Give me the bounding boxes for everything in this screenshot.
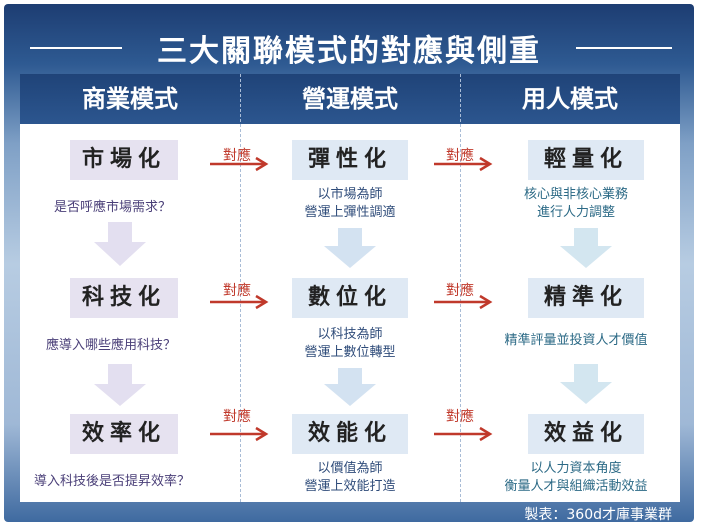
correspond-label: 對應	[223, 148, 251, 164]
column-header-operation: 營運模式	[302, 85, 398, 113]
correspond-label: 對應	[223, 409, 251, 425]
page-title: 三大關聯模式的對應與側重	[157, 34, 541, 69]
people-desc: 精準評量並投資人才價值	[476, 332, 676, 350]
operation-desc: 以科技為師 營運上數位轉型	[256, 326, 444, 362]
people-box: 輕量化	[528, 140, 644, 180]
right-arrow-icon	[434, 426, 493, 442]
business-question: 是否呼應市場需求？	[54, 200, 172, 215]
column-divider	[240, 74, 242, 502]
down-arrow-icon	[324, 228, 376, 268]
desc-line: 進行人力調整	[536, 205, 615, 220]
column-header-business: 商業模式	[82, 85, 178, 113]
right-arrow-icon	[434, 156, 493, 172]
operation-desc: 以價值為師 營運上效能打造	[256, 460, 444, 496]
right-arrow-icon	[434, 294, 493, 310]
footer-credit: 製表：360d才庫事業群	[524, 507, 672, 523]
operation-box: 數位化	[292, 278, 408, 318]
desc-line: 核心與非核心業務	[523, 187, 628, 202]
operation-desc: 以市場為師 營運上彈性調適	[256, 186, 444, 222]
down-arrow-icon	[94, 222, 146, 266]
down-arrow-icon	[94, 364, 146, 406]
business-box: 市場化	[70, 140, 178, 180]
title-rule-right	[576, 47, 672, 49]
down-arrow-icon	[560, 364, 612, 404]
desc-line: 以價值為師	[317, 461, 383, 476]
operation-box: 彈性化	[292, 140, 408, 180]
desc-line: 營運上數位轉型	[304, 345, 396, 360]
infographic-frame: 三大關聯模式的對應與側重 商業模式 營運模式 用人模式 市場化 是否呼應市場需求…	[4, 4, 694, 523]
business-box: 科技化	[70, 278, 178, 318]
desc-line: 衡量人才與組織活動效益	[504, 479, 648, 494]
desc-line: 以市場為師	[317, 187, 383, 202]
desc-line: 以人力資本角度	[530, 461, 622, 476]
desc-line: 營運上效能打造	[304, 479, 396, 494]
right-arrow-icon	[210, 426, 269, 442]
title-rule-left	[30, 47, 122, 49]
column-header-row: 商業模式 營運模式 用人模式	[20, 74, 680, 124]
business-question: 應導入哪些應用科技？	[46, 338, 177, 353]
people-desc: 以人力資本角度 衡量人才與組織活動效益	[476, 460, 676, 496]
business-box: 效率化	[70, 414, 178, 454]
right-arrow-icon	[210, 156, 269, 172]
desc-line: 營運上彈性調適	[304, 205, 396, 220]
operation-box: 效能化	[292, 414, 408, 454]
people-box: 精準化	[528, 278, 644, 318]
title-area: 三大關聯模式的對應與側重	[4, 22, 694, 69]
business-question: 導入科技後是否提昇效率？	[34, 474, 191, 489]
correspond-label: 對應	[446, 148, 474, 164]
people-desc: 核心與非核心業務 進行人力調整	[476, 186, 676, 222]
down-arrow-icon	[560, 228, 612, 268]
people-box: 效益化	[528, 414, 644, 454]
correspond-label: 對應	[446, 409, 474, 425]
right-arrow-icon	[210, 294, 269, 310]
desc-line: 精準評量並投資人才價值	[504, 333, 648, 348]
down-arrow-icon	[324, 368, 376, 406]
correspond-label: 對應	[446, 283, 474, 299]
column-divider	[460, 74, 462, 502]
column-header-people: 用人模式	[522, 85, 618, 113]
correspond-label: 對應	[223, 283, 251, 299]
desc-line: 以科技為師	[317, 327, 383, 342]
content-panel: 商業模式 營運模式 用人模式 市場化 是否呼應市場需求？ 對應 彈性化 以市場為…	[20, 74, 680, 502]
